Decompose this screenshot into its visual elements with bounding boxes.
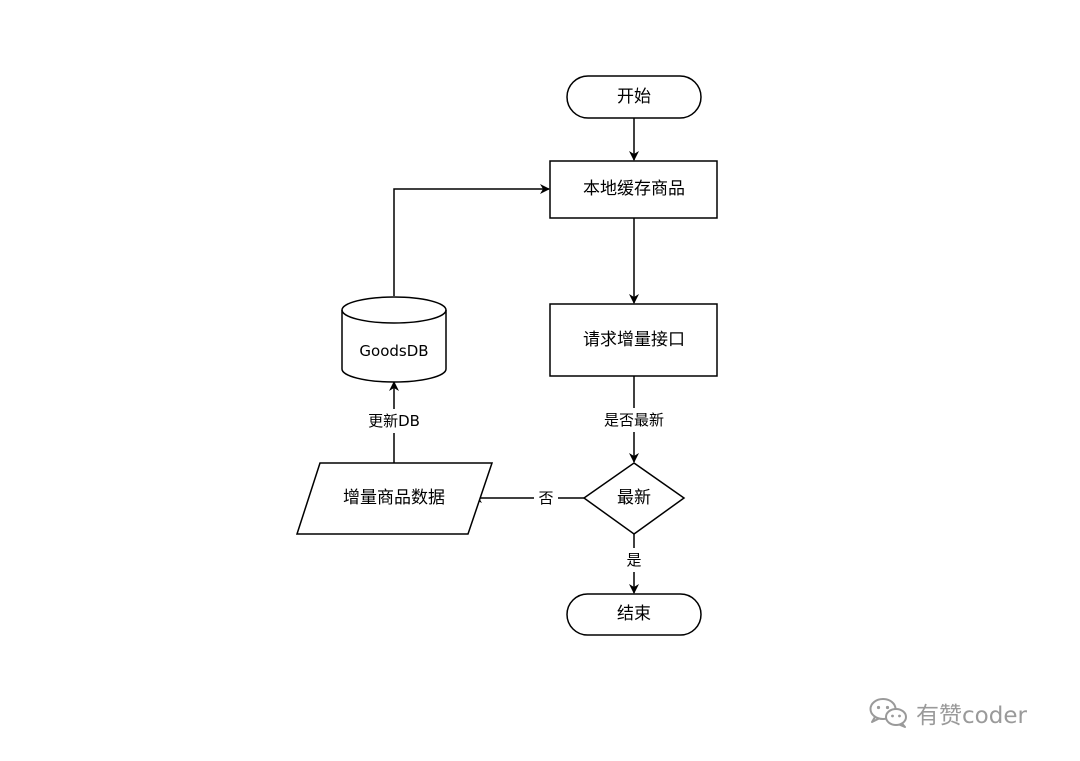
watermark-text: 有赞coder: [916, 703, 1027, 729]
node-start: 开始: [566, 75, 702, 119]
check-latest-label: 是否最新: [604, 411, 664, 429]
wechat-icon: [869, 698, 907, 728]
goods-db-label: GoodsDB: [359, 342, 428, 360]
node-decision: 最新: [582, 462, 686, 535]
end-label: 结束: [617, 604, 651, 624]
start-label: 开始: [617, 87, 651, 107]
node-goods-db: GoodsDB: [341, 296, 447, 383]
watermark: 有赞coder: [868, 693, 1027, 733]
no-label: 否: [538, 489, 553, 507]
node-end: 结束: [566, 593, 702, 636]
edge-label-yes: 是: [622, 548, 646, 572]
edge-label-check-latest: 是否最新: [598, 408, 670, 432]
edge-db-to-cache: [393, 184, 550, 296]
request-api-label: 请求增量接口: [583, 330, 685, 350]
cache-goods-label: 本地缓存商品: [583, 179, 685, 199]
edge-label-update-db: 更新DB: [359, 409, 429, 433]
node-cache-goods: 本地缓存商品: [549, 160, 718, 219]
decision-label: 最新: [617, 488, 651, 508]
yes-label: 是: [626, 551, 641, 569]
node-incremental-data: 增量商品数据: [295, 462, 494, 535]
incremental-data-label: 增量商品数据: [343, 488, 445, 508]
update-db-label: 更新DB: [368, 412, 420, 430]
node-request-api: 请求增量接口: [549, 303, 718, 377]
edge-label-no: 否: [534, 486, 558, 510]
